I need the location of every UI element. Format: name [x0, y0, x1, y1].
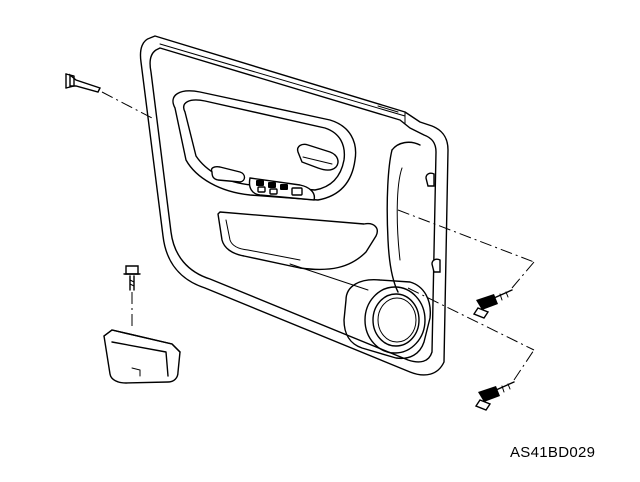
map-pocket — [217, 211, 378, 291]
pull-handle-cup — [103, 329, 181, 384]
inner-door-handle — [296, 143, 339, 171]
screw-right-upper — [397, 209, 535, 319]
screw-right-lower — [407, 287, 535, 411]
clip-left — [65, 73, 153, 119]
door-trim-panel — [139, 35, 449, 376]
door-lock-knob — [210, 166, 246, 183]
power-window-switch — [248, 177, 316, 201]
speaker-grille — [343, 279, 431, 360]
rear-grip-panel — [386, 141, 441, 293]
figure-code: AS41BD029 — [510, 444, 596, 461]
screw-left — [123, 265, 141, 330]
